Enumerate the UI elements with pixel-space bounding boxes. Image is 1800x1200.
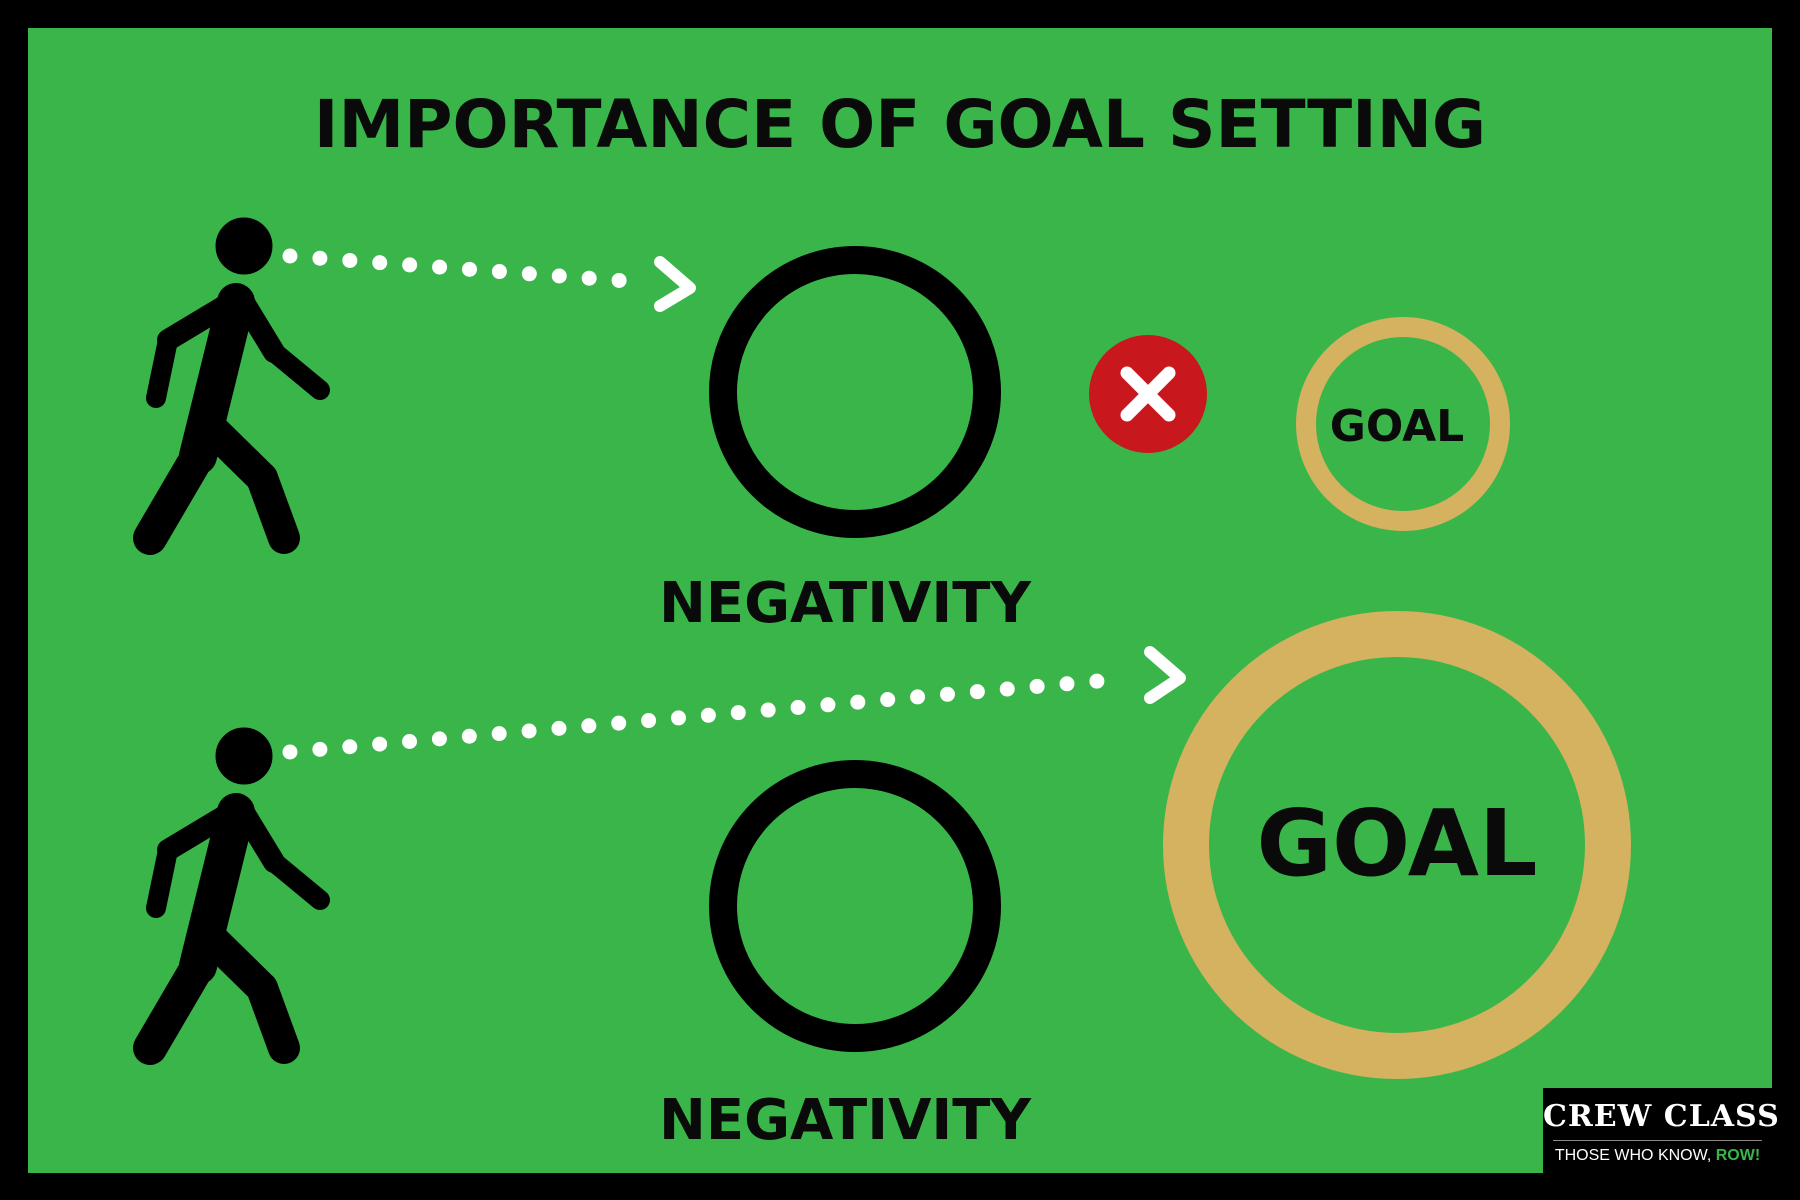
walking-person-icon-bottom	[133, 727, 330, 1065]
negativity-ring-top	[709, 246, 1001, 538]
page-title: IMPORTANCE OF GOAL SETTING	[313, 86, 1487, 163]
brand-badge: CREW CLASS THOSE WHO KNOW, ROW!	[1543, 1088, 1780, 1173]
brand-divider	[1553, 1140, 1762, 1141]
brand-tagline-accent: ROW!	[1715, 1147, 1761, 1164]
brand-name: CREW CLASS	[1543, 1099, 1780, 1134]
walking-person-icon-top	[133, 217, 330, 555]
green-panel	[28, 28, 1772, 1173]
negativity-ring-bottom	[709, 760, 1001, 1052]
goal-label-large: GOAL	[1256, 790, 1538, 897]
brand-tagline-prefix: THOSE WHO KNOW,	[1554, 1147, 1712, 1164]
dotted-arrow-icon-top	[282, 248, 696, 312]
red-x-circle-icon	[1089, 335, 1207, 453]
goal-label-small: GOAL	[1329, 401, 1465, 452]
dotted-arrow-icon-bottom	[282, 646, 1186, 760]
brand-tagline: THOSE WHO KNOW, ROW!	[1543, 1148, 1772, 1164]
negativity-label-bottom: NEGATIVITY	[658, 1088, 1032, 1153]
goal-ring-small	[1296, 317, 1510, 531]
negativity-label-top: NEGATIVITY	[658, 571, 1032, 636]
goal-ring-large	[1163, 611, 1631, 1079]
